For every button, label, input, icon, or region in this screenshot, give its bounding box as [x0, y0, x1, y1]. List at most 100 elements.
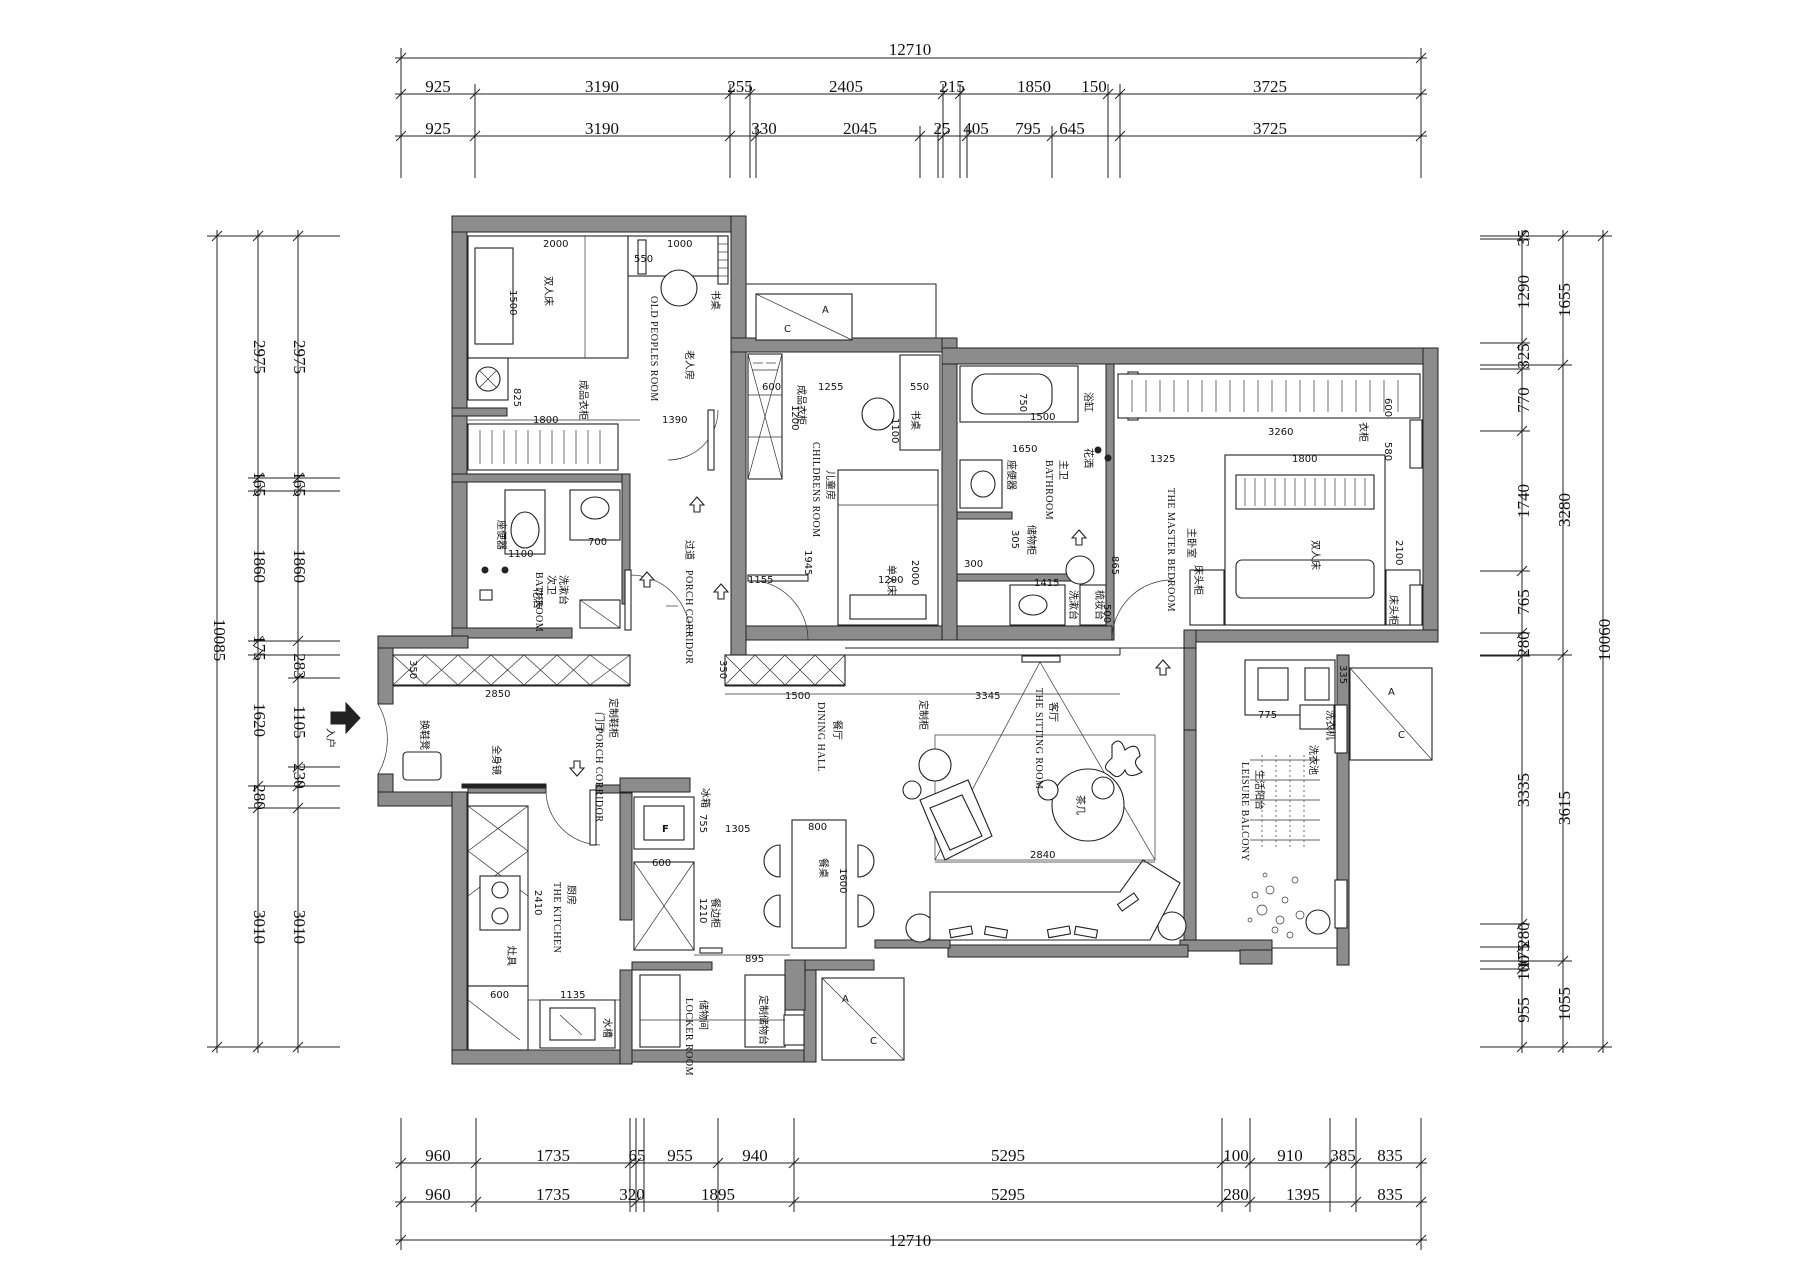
- wardrobe: [467, 423, 619, 471]
- label-dresser: 梳妆台: [1093, 590, 1106, 620]
- dim-label: 1735: [536, 1146, 570, 1165]
- label-shower: 花洒: [531, 588, 544, 608]
- dim-label: 645: [1059, 119, 1085, 138]
- label-toilet: 座便器: [495, 520, 508, 550]
- wall: [451, 215, 468, 637]
- dim-label: 835: [1377, 1146, 1403, 1165]
- dim-label: 960: [425, 1185, 451, 1204]
- dim-inner: 2000: [909, 560, 920, 585]
- label-dining-table: 餐桌: [817, 858, 830, 878]
- dim-inner: 700: [588, 537, 607, 548]
- room-en-master-bed: THE MASTER BEDROOM: [1165, 488, 1176, 612]
- label-bedside: 床头柜: [1192, 565, 1205, 595]
- dim-label: 280: [1514, 922, 1533, 948]
- dim-label: 1395: [1286, 1185, 1320, 1204]
- wall: [1105, 363, 1115, 641]
- old-peoples-room: 双人床 成品衣柜 书桌 老人房 OLD PEOPLES ROOM 2000 10…: [467, 235, 729, 471]
- dim-inner: 2100: [1393, 540, 1404, 565]
- room-name-porch: 过道: [683, 540, 696, 560]
- dim-inner: 1100: [889, 418, 900, 443]
- dim-left-total: 10085: [210, 619, 229, 662]
- dim-label: 3190: [585, 119, 619, 138]
- ac-mark-c: C: [870, 1036, 877, 1047]
- dim-label: 960: [425, 1146, 451, 1165]
- dim-label: 100: [1223, 1146, 1249, 1165]
- ac-mark: A: [1388, 687, 1395, 698]
- label-fridge: 冰箱: [699, 788, 712, 808]
- dim-inner: 895: [745, 954, 764, 965]
- dim-label: 765: [1514, 589, 1533, 615]
- arrow-up-icon: [1070, 529, 1088, 546]
- washer: [1299, 704, 1335, 730]
- dim-inner: 600: [762, 382, 781, 393]
- dim-label: 1860: [290, 549, 309, 583]
- wall: [619, 969, 633, 1065]
- dim-label: 100: [1514, 955, 1533, 981]
- dim-inner: 1650: [1012, 444, 1037, 455]
- storage-shelf: [744, 974, 786, 1048]
- label-single-bed: 单人床: [885, 565, 898, 595]
- label-toilet: 座便器: [1005, 460, 1018, 490]
- room-name-childrens: 儿童房: [824, 470, 837, 500]
- right-dimensions: 10060 1655 3280 3615 1055 35 1290 325 77…: [1480, 230, 1614, 1053]
- dim-label: 1290: [1514, 275, 1533, 309]
- dim-label: 925: [425, 119, 451, 138]
- dim-inner: 350: [717, 660, 728, 679]
- dim-inner: 350: [407, 660, 418, 679]
- kitchen: 灶具 水槽 厨房 THE KITCHEN 2410 600 1135: [467, 805, 620, 1051]
- left-dimensions: 10085 2975 165 1860 175 1620 280 3010 29…: [207, 230, 340, 1053]
- dim-label: 330: [751, 119, 777, 138]
- plant-decor: [1247, 872, 1305, 939]
- wall: [803, 959, 875, 971]
- dim-inner: 825: [511, 388, 522, 407]
- wall: [941, 337, 958, 641]
- wall: [784, 959, 806, 1011]
- dim-label: 3010: [250, 910, 269, 944]
- dim-label: 1655: [1555, 283, 1574, 317]
- wall: [947, 944, 1189, 958]
- dim-inner: 1390: [662, 415, 687, 426]
- wall: [874, 939, 951, 949]
- room-en-porch: PORCH CORRIDOR: [683, 570, 694, 665]
- wall: [451, 407, 508, 417]
- label-wardrobe: 成品衣柜: [577, 380, 590, 420]
- label-laundry-sink: 洗衣池: [1307, 745, 1320, 775]
- decor-ornament: [1104, 740, 1143, 778]
- dim-inner: 550: [910, 382, 929, 393]
- coffee-table: [1051, 768, 1125, 842]
- label-mirror: 全身镜: [490, 745, 503, 775]
- dim-label: 940: [742, 1146, 768, 1165]
- tv: [1021, 655, 1061, 663]
- dim-label: 1735: [536, 1185, 570, 1204]
- dim-right-total: 10060: [1595, 619, 1614, 662]
- dim-inner: 305: [1009, 530, 1020, 549]
- bottom-dimensions: 960 1735 65 955 940 5295 100 910 385 835…: [395, 1118, 1427, 1250]
- walls: [377, 215, 1439, 1065]
- dim-label: 5295: [991, 1185, 1025, 1204]
- arrow-up-icon: [688, 496, 706, 513]
- dim-bottom-total: 12710: [889, 1231, 932, 1250]
- dim-label: 1055: [1555, 987, 1574, 1021]
- pillow: [474, 247, 514, 345]
- wardrobe: [1117, 373, 1421, 419]
- ac-mark: A: [822, 305, 829, 316]
- label-basin: 洗漱台: [1067, 590, 1080, 620]
- label-custom-shoe: 定制鞋柜: [607, 698, 620, 738]
- dim-label: 165: [250, 471, 269, 497]
- wall: [1183, 629, 1439, 643]
- wall: [1422, 347, 1439, 639]
- room-name-master-bed: 主卧室: [1185, 528, 1198, 558]
- wall: [730, 215, 747, 339]
- dim-inner: 1155: [748, 575, 773, 586]
- dim-inner: 300: [964, 559, 983, 570]
- dim-inner: 1600: [837, 868, 848, 893]
- label-washer: 洗衣机: [1324, 710, 1337, 740]
- room-en-dining: DINING HALL: [815, 702, 826, 772]
- dim-inner: 1500: [507, 290, 518, 315]
- dim-inner: 1255: [818, 382, 843, 393]
- room-en-entry: PORCH CORRIDOR: [593, 728, 604, 823]
- dim-inner: 1305: [725, 824, 750, 835]
- label-wardrobe: 成品衣柜: [795, 385, 808, 425]
- label-double-bed: 双人床: [1309, 540, 1322, 570]
- wall: [956, 511, 1013, 520]
